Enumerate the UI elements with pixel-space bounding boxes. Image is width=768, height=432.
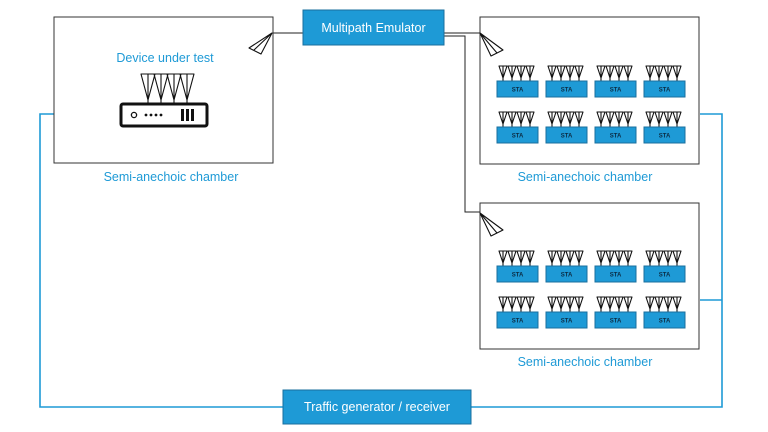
sta-label: STA — [659, 134, 671, 140]
sta-antenna-icon — [596, 65, 633, 82]
sta-antenna-icon — [547, 65, 584, 82]
sta-label: STA — [610, 319, 622, 325]
sta-label: STA — [610, 273, 622, 279]
sta-box — [545, 126, 588, 144]
sta-box — [496, 265, 539, 283]
sta-chamber-top-label: Semi-anechoic chamber — [518, 170, 653, 184]
sta-antenna-icon — [498, 296, 535, 313]
traffic-generator: Traffic generator / receiver — [282, 389, 472, 425]
sta-grid-top: STA STA STA STA STA STA STA STA — [496, 65, 686, 144]
sta-label: STA — [512, 88, 524, 94]
sta-antenna-icon — [645, 296, 682, 313]
sta-box — [594, 80, 637, 98]
sta-unit: STA — [643, 250, 686, 283]
router-antennas-icon — [140, 73, 195, 104]
sta-label: STA — [610, 88, 622, 94]
sta-antenna-icon — [596, 296, 633, 313]
sta-box — [496, 126, 539, 144]
sta-box — [545, 311, 588, 329]
sta-box — [545, 80, 588, 98]
sta-box — [643, 126, 686, 144]
sta-unit: STA — [496, 111, 539, 144]
dut-chamber-label: Semi-anechoic chamber — [104, 170, 239, 184]
sta-unit: STA — [545, 296, 588, 329]
sta-unit: STA — [594, 65, 637, 98]
sta-box — [545, 265, 588, 283]
sta-unit: STA — [594, 296, 637, 329]
traffic-generator-label: Traffic generator / receiver — [304, 400, 450, 414]
sta-box — [496, 80, 539, 98]
router-icon — [119, 102, 209, 128]
sta-unit: STA — [643, 111, 686, 144]
sta-box — [643, 80, 686, 98]
sta-unit: STA — [643, 296, 686, 329]
sta-chamber-bottom-label: Semi-anechoic chamber — [518, 355, 653, 369]
rf-link-sta — [444, 32, 480, 213]
sta-unit: STA — [594, 111, 637, 144]
dut-label: Device under test — [116, 51, 214, 65]
sta-antenna-icon — [498, 111, 535, 128]
sta-antenna-icon — [547, 111, 584, 128]
sta-box — [643, 311, 686, 329]
sta-label: STA — [512, 319, 524, 325]
sta-label: STA — [561, 273, 573, 279]
sta-unit: STA — [496, 250, 539, 283]
sta-unit: STA — [594, 250, 637, 283]
traffic-link-sta-chambers — [471, 113, 723, 408]
multipath-emulator-label: Multipath Emulator — [321, 21, 425, 35]
sta-box — [643, 265, 686, 283]
sta-label: STA — [512, 273, 524, 279]
sta-antenna-icon — [645, 250, 682, 267]
sta-unit: STA — [545, 250, 588, 283]
sta-box — [594, 126, 637, 144]
sta-grid-bottom: STA STA STA STA STA STA STA STA — [496, 250, 686, 329]
sta-antenna-icon — [596, 111, 633, 128]
sta-antenna-icon — [596, 250, 633, 267]
sta-box — [594, 311, 637, 329]
sta-antenna-icon — [645, 65, 682, 82]
sta-label: STA — [659, 319, 671, 325]
sta-antenna-icon — [498, 250, 535, 267]
sta-label: STA — [561, 88, 573, 94]
sta-label: STA — [512, 134, 524, 140]
sta-label: STA — [659, 273, 671, 279]
sta-label: STA — [610, 134, 622, 140]
sta-chamber-bottom-antenna-icon — [479, 212, 504, 237]
sta-label: STA — [561, 319, 573, 325]
sta-unit: STA — [496, 65, 539, 98]
sta-antenna-icon — [547, 296, 584, 313]
sta-antenna-icon — [645, 111, 682, 128]
sta-box — [594, 265, 637, 283]
sta-unit: STA — [545, 65, 588, 98]
sta-label: STA — [561, 134, 573, 140]
sta-antenna-icon — [498, 65, 535, 82]
sta-antenna-icon — [547, 250, 584, 267]
sta-box — [496, 311, 539, 329]
dut-chamber-antenna-icon — [248, 32, 273, 55]
sta-chamber-top-antenna-icon — [479, 32, 504, 57]
sta-label: STA — [659, 88, 671, 94]
sta-unit: STA — [643, 65, 686, 98]
sta-unit: STA — [496, 296, 539, 329]
sta-unit: STA — [545, 111, 588, 144]
multipath-emulator: Multipath Emulator — [302, 9, 445, 46]
